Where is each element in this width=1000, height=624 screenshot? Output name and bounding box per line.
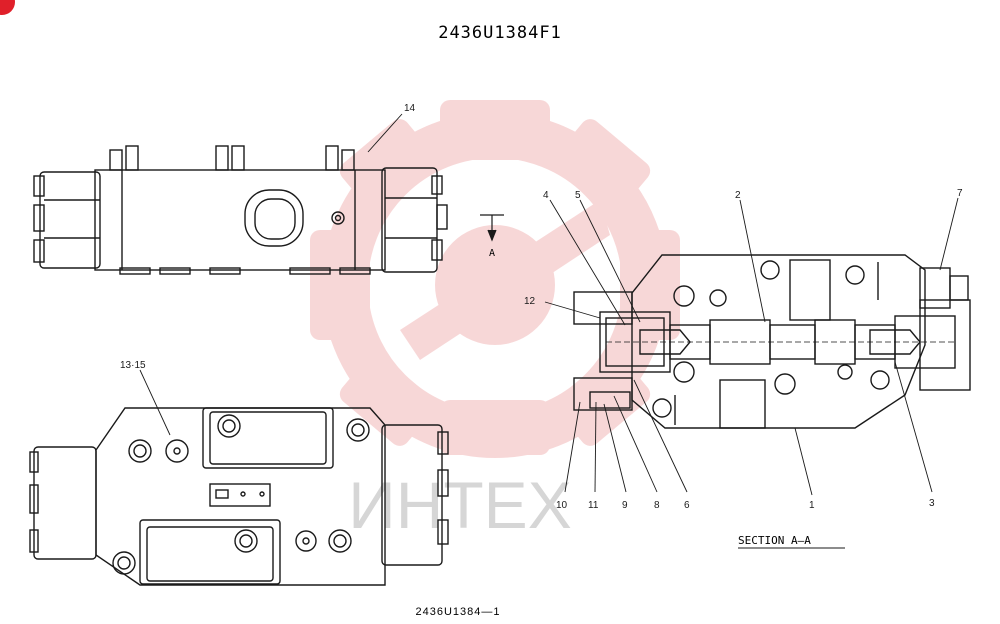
- page-title: 2436U1384F1: [438, 23, 562, 43]
- section-view-a-a: [573, 254, 971, 429]
- valve-bottom-view: [29, 407, 449, 586]
- callout-1: 1: [809, 500, 815, 511]
- callout-9: 9: [622, 500, 628, 511]
- section-arrow: [480, 214, 504, 242]
- callout-4: 4: [543, 190, 549, 201]
- callout-11: 11: [588, 500, 599, 511]
- callout-6: 6: [684, 500, 690, 511]
- callout-8: 8: [654, 500, 660, 511]
- section-label: SECTION A—A: [738, 534, 811, 547]
- callout-leader-lines: [139, 113, 959, 496]
- callout-13-15: 13·15: [120, 360, 146, 371]
- callout-2: 2: [735, 190, 741, 201]
- callout-7: 7: [957, 188, 963, 199]
- corner-badge-icon: [0, 0, 15, 15]
- section-marker: A: [489, 248, 495, 259]
- callout-10: 10: [556, 500, 568, 511]
- watermark-gear-icon: [310, 100, 680, 458]
- callout-12: 12: [524, 296, 536, 307]
- callout-3: 3: [929, 498, 935, 509]
- callout-5: 5: [575, 190, 581, 201]
- callout-14: 14: [404, 103, 416, 114]
- valve-top-view: [33, 145, 448, 275]
- drawing-number: 2436U1384—1: [415, 606, 500, 618]
